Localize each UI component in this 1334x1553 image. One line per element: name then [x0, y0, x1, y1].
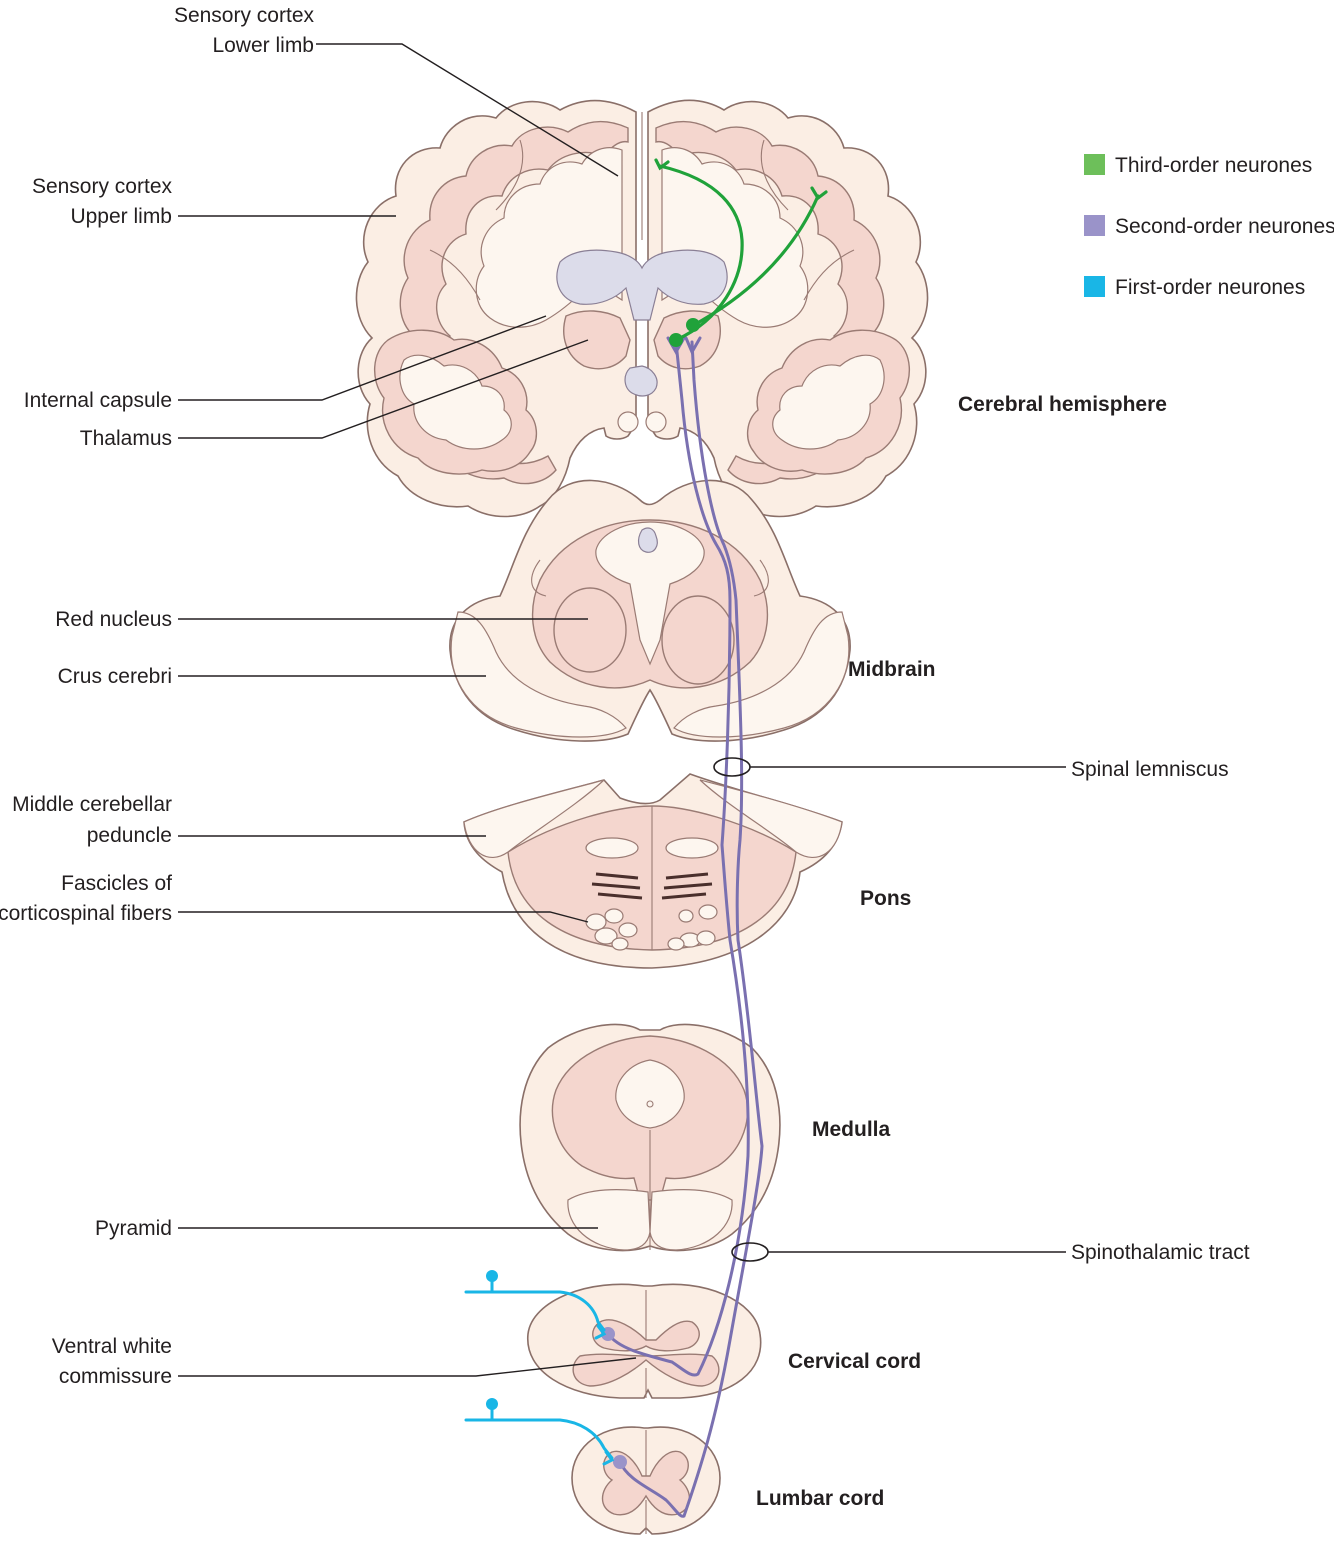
label-pyramid: Pyramid	[95, 1217, 172, 1240]
label-spinal-lemniscus: Spinal lemniscus	[1071, 758, 1229, 781]
label-sensory-lower-1: Sensory cortex	[174, 4, 315, 27]
third-order-cell-1	[669, 333, 683, 347]
lateral-ventricles	[556, 249, 728, 321]
label-sensory-upper-2: Upper limb	[70, 205, 172, 228]
first-order-ganglion-lumbar	[486, 1398, 498, 1410]
first-order-ganglion-cervical	[486, 1270, 498, 1282]
section-label-cerebral: Cerebral hemisphere	[958, 393, 1167, 416]
pyramid-left	[567, 1189, 651, 1251]
mammillary-left	[617, 411, 639, 433]
leader-fascicles	[178, 911, 589, 923]
label-sensory-lower-2: Lower limb	[212, 34, 314, 57]
leader-lines	[178, 43, 1066, 1377]
label-mcp-2: peduncle	[87, 824, 172, 847]
gyrus-line-3	[429, 249, 481, 301]
central-canal-medulla	[646, 1100, 654, 1108]
first-order-path-lumbar	[464, 1418, 614, 1460]
right-temporal-white	[772, 354, 885, 450]
legend-label-third-order: Third-order neurones	[1115, 154, 1312, 177]
legend-label-second-order: Second-order neurones	[1115, 215, 1334, 238]
medulla-inner	[615, 1059, 685, 1129]
label-fascicles-1: Fascicles of	[61, 872, 172, 895]
pyramid-right	[649, 1189, 733, 1251]
midbrain-section	[449, 479, 851, 742]
leader-vwc	[178, 1357, 637, 1377]
thalamus	[563, 310, 631, 370]
right-labels: Spinal lemniscus Spinothalamic tract	[1071, 758, 1250, 1264]
label-vwc-2: commissure	[59, 1365, 172, 1388]
section-label-pons: Pons	[860, 887, 911, 910]
label-vwc-1: Ventral white	[52, 1335, 172, 1358]
red-nucleus-left	[553, 587, 627, 673]
red-nucleus-right	[661, 595, 735, 685]
second-order-fork-right	[684, 336, 702, 356]
transverse-fibers	[591, 872, 713, 900]
third-order-fork-lateral	[810, 186, 828, 201]
middle-cerebellar-peduncle-left	[463, 779, 605, 858]
label-crus-cerebri: Crus cerebri	[58, 665, 172, 688]
left-labels: Sensory cortex Lower limb Sensory cortex…	[0, 4, 314, 1388]
legend-item-first-order: First-order neurones	[1084, 276, 1305, 299]
left-cortex-band	[399, 120, 629, 485]
mammillary-right	[645, 411, 667, 433]
middle-cerebellar-peduncle-right	[699, 779, 843, 858]
cerebral-hemisphere-section	[355, 99, 929, 518]
spinal-lemniscus-marker	[713, 757, 751, 777]
right-cortex-band	[655, 120, 885, 485]
label-red-nucleus: Red nucleus	[55, 608, 172, 631]
first-order-pathway	[464, 1278, 615, 1466]
periaqueductal-grey	[595, 521, 705, 666]
midbrain-fold-right	[753, 559, 769, 597]
legend-item-third-order: Third-order neurones	[1084, 154, 1312, 177]
pons-tract-right	[665, 837, 719, 859]
section-label-medulla: Medulla	[812, 1118, 890, 1141]
label-internal-capsule: Internal capsule	[24, 389, 172, 412]
pons-section	[463, 773, 843, 969]
third-order-cell-2	[686, 318, 700, 332]
first-order-fork-lumbar	[602, 1450, 615, 1466]
label-spinothalamic-tract: Spinothalamic tract	[1071, 1241, 1250, 1264]
third-order-path-lateral	[690, 194, 820, 328]
legend-label-first-order: First-order neurones	[1115, 276, 1305, 299]
legend-item-second-order: Second-order neurones	[1084, 215, 1334, 238]
legend-swatch-third-order	[1084, 154, 1105, 175]
corticospinal-fascicles	[585, 904, 718, 951]
gyrus-line-2	[760, 139, 789, 211]
third-ventricle	[624, 365, 658, 397]
cerebral-aqueduct	[637, 527, 658, 553]
leader-internal-capsule	[178, 315, 547, 401]
midbrain-fold-left	[531, 559, 547, 597]
third-order-fork-medial	[654, 158, 670, 171]
third-order-pathway	[654, 158, 828, 342]
leader-sensory-lower	[316, 43, 619, 177]
second-order-path-cervical	[606, 340, 750, 1377]
gyrus-line-4	[803, 249, 855, 301]
legend-swatch-first-order	[1084, 276, 1105, 297]
crus-cerebri-right	[673, 611, 850, 738]
first-order-fork-cervical	[594, 1324, 607, 1340]
lumbar-cord-section	[571, 1426, 721, 1535]
label-mcp-1: Middle cerebellar	[12, 793, 172, 816]
label-sensory-upper-1: Sensory cortex	[32, 175, 173, 198]
label-thalamus: Thalamus	[80, 427, 172, 450]
crus-cerebri-left	[450, 611, 627, 738]
gyrus-line-1	[495, 139, 524, 211]
section-label-lumbar: Lumbar cord	[756, 1487, 884, 1510]
pons-tract-left	[585, 837, 639, 859]
label-fascicles-2: corticospinal fibers	[0, 902, 172, 925]
section-labels: Cerebral hemisphere Midbrain Pons Medull…	[756, 393, 1167, 1510]
left-temporal-white	[399, 354, 512, 450]
legend-swatch-second-order	[1084, 215, 1105, 236]
legend: Third-order neurones Second-order neuron…	[1084, 154, 1334, 299]
leader-thalamus	[178, 339, 589, 439]
section-label-cervical: Cervical cord	[788, 1350, 921, 1373]
second-order-path-lumbar	[618, 340, 764, 1518]
medulla-section	[519, 1023, 781, 1252]
second-order-cell-lumbar	[613, 1455, 627, 1469]
first-order-path-cervical	[464, 1290, 606, 1332]
section-label-midbrain: Midbrain	[848, 658, 936, 681]
